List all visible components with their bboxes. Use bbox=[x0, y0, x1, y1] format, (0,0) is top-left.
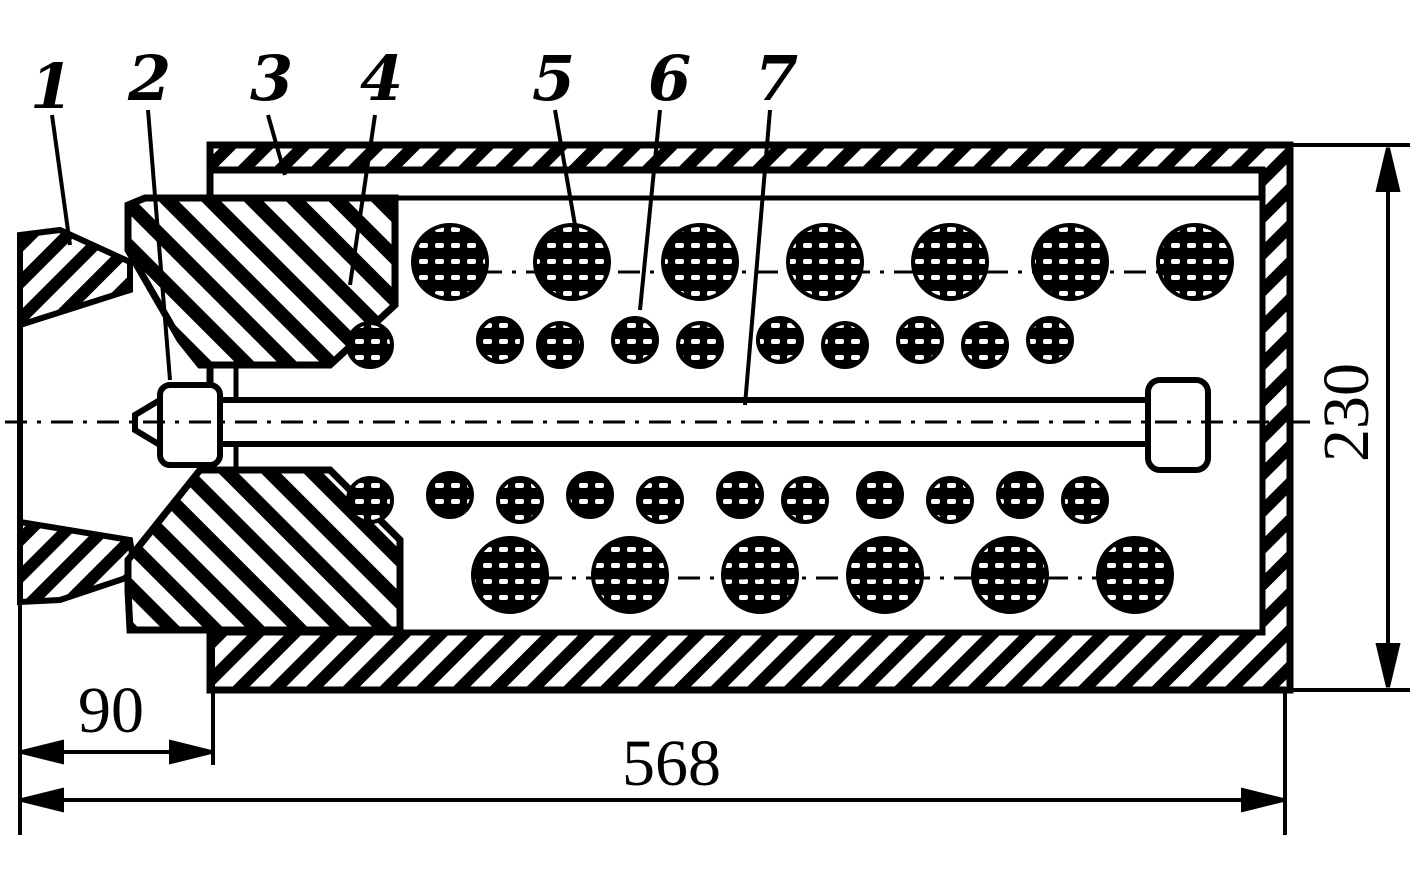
dimension-overall-length: 568 bbox=[622, 727, 721, 800]
center-lines bbox=[5, 270, 1310, 580]
coil-row-outer-bottom bbox=[471, 536, 1174, 614]
leader-lines bbox=[50, 109, 772, 406]
part-label-2: 2 bbox=[127, 42, 171, 115]
part-labels: 1 2 3 4 5 6 7 bbox=[30, 42, 798, 123]
part-label-7: 7 bbox=[755, 42, 798, 115]
part-label-4: 4 bbox=[360, 42, 403, 115]
coil-row-outer-top bbox=[411, 223, 1234, 301]
inner-cone bbox=[124, 194, 404, 634]
dimension-inlet-length: 90 bbox=[78, 674, 144, 747]
dimension-diameter: 230 bbox=[1310, 363, 1383, 462]
part-label-5: 5 bbox=[532, 42, 575, 115]
dimension-lines bbox=[18, 143, 1410, 835]
part-label-3: 3 bbox=[250, 42, 293, 115]
coil-row-inner-top bbox=[346, 316, 1074, 369]
part-label-1: 1 bbox=[30, 50, 73, 123]
part-label-6: 6 bbox=[648, 42, 691, 115]
coil-row-inner-bottom bbox=[346, 471, 1109, 524]
inlet-nozzle bbox=[17, 226, 139, 606]
dimension-labels: 90 568 230 bbox=[78, 363, 1383, 800]
